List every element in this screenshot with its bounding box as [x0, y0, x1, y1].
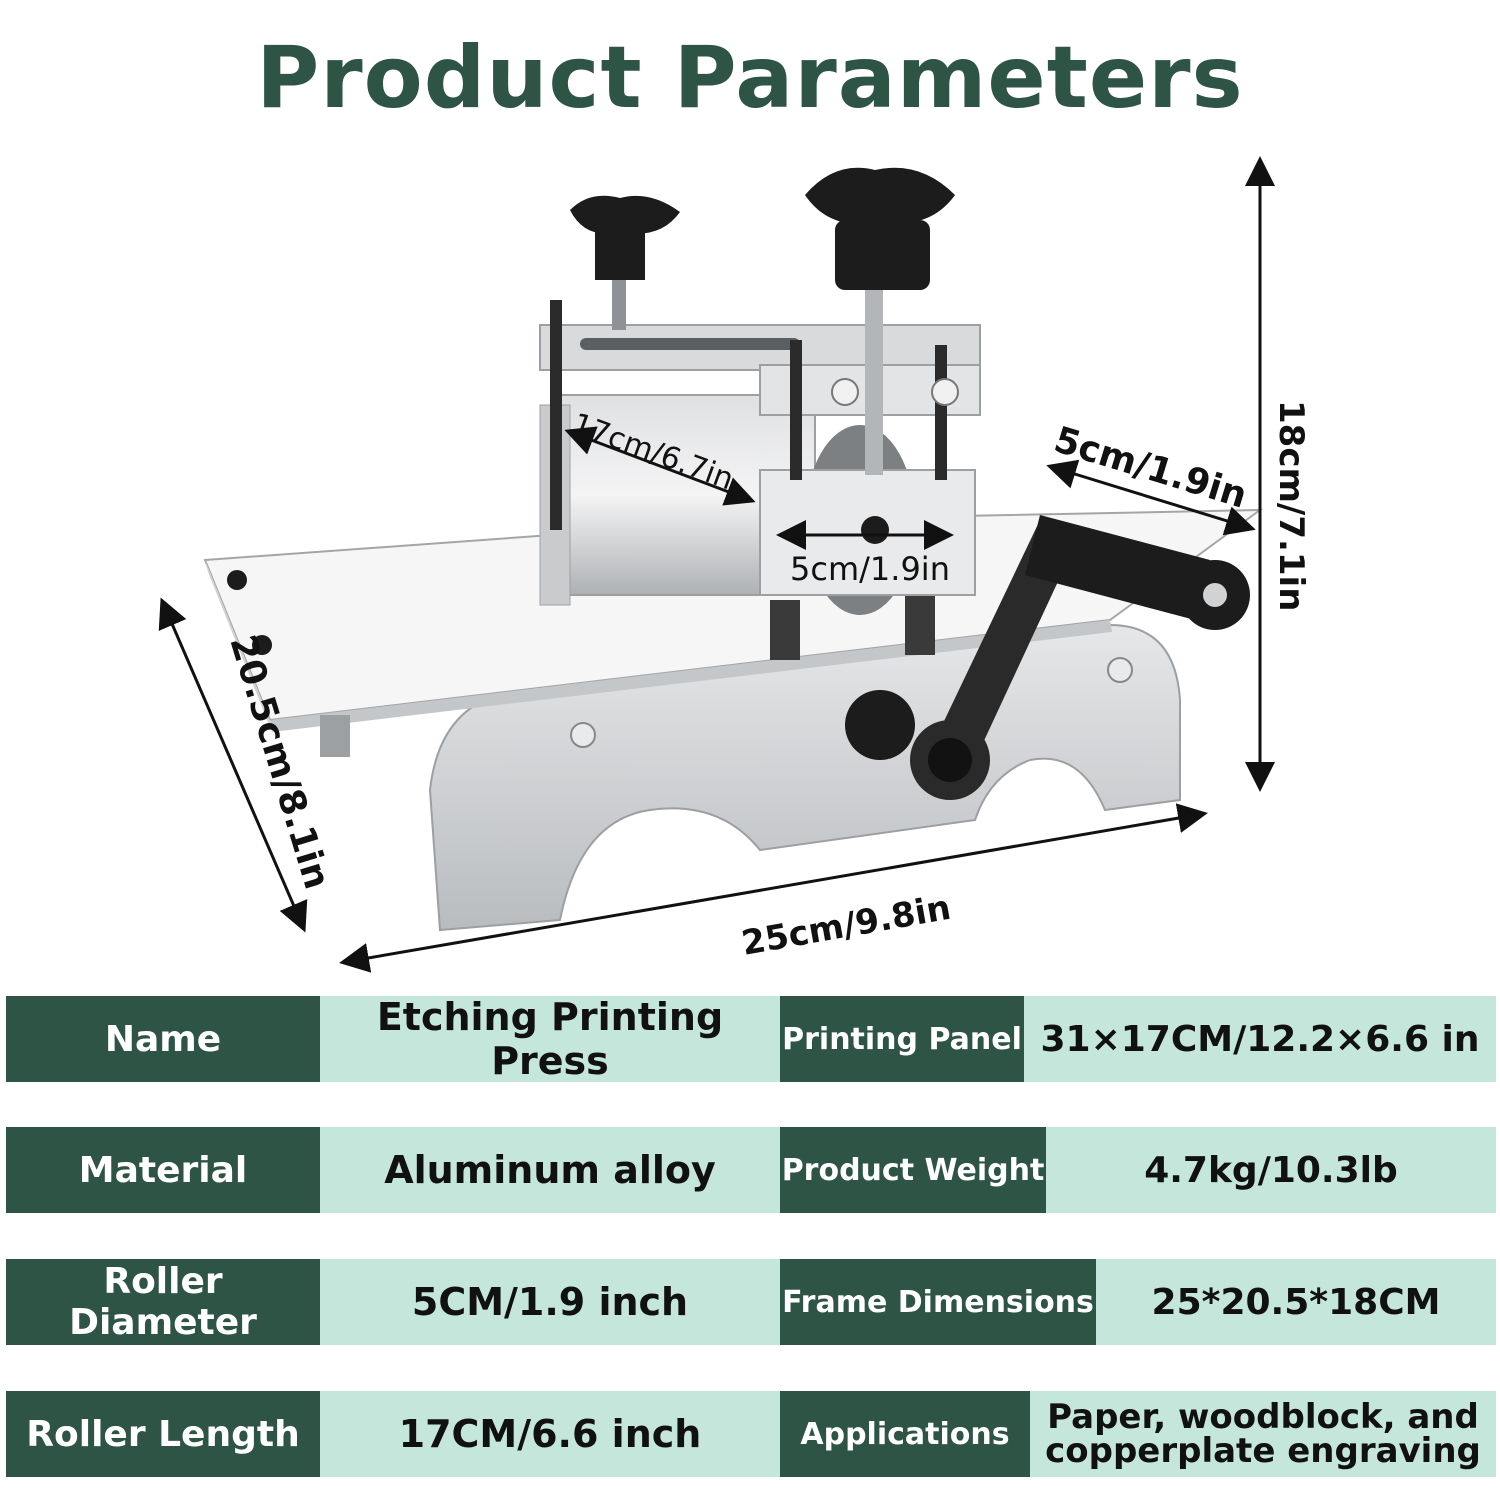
spec-label-product-weight: Product Weight — [780, 1127, 1046, 1213]
bed-stop-icon — [227, 570, 247, 590]
spec-label-roller-diameter: Roller Diameter — [6, 1259, 320, 1345]
applications-line-1: Paper, woodblock, and — [1047, 1397, 1479, 1437]
width-label: 25cm/9.8in — [739, 888, 954, 964]
spec-value-frame-dimensions: 25*20.5*18CM — [1096, 1259, 1496, 1345]
knob-icon — [805, 167, 955, 225]
spec-row: Name Etching Printing Press Printing Pan… — [6, 995, 1496, 1083]
spec-row: Roller Diameter 5CM/1.9 inch Frame Dimen… — [6, 1259, 1496, 1345]
dimension-lines — [158, 156, 1275, 973]
bolt-icon — [931, 378, 959, 406]
spec-label-roller-length: Roller Length — [6, 1391, 320, 1477]
spec-value-name: Etching Printing Press — [320, 995, 780, 1083]
pressure-knobs — [570, 167, 955, 330]
spec-row: Roller Length 17CM/6.6 inch Applications… — [6, 1391, 1496, 1477]
spec-label-printing-panel: Printing Panel — [780, 996, 1024, 1082]
page-title: Product Parameters — [256, 28, 1244, 128]
height-label: 18cm/7.1in — [1271, 400, 1311, 611]
spec-value-applications: Paper, woodblock, and copperplate engrav… — [1030, 1391, 1496, 1477]
spec-label-frame-dimensions: Frame Dimensions — [780, 1259, 1096, 1345]
springs — [770, 585, 935, 660]
spec-value-roller-diameter: 5CM/1.9 inch — [320, 1259, 780, 1345]
spec-value-printing-panel: 31×17CM/12.2×6.6 in — [1024, 996, 1496, 1082]
spec-label-material: Material — [6, 1127, 320, 1213]
spec-value-roller-length: 17CM/6.6 inch — [320, 1391, 780, 1477]
bed-support — [320, 715, 350, 757]
spec-label-applications: Applications — [780, 1391, 1030, 1477]
bolt-icon — [1107, 657, 1133, 683]
bolt-icon — [831, 378, 859, 406]
spec-row: Material Aluminum alloy Product Weight 4… — [6, 1127, 1496, 1213]
spec-value-material: Aluminum alloy — [320, 1127, 780, 1213]
spec-label-name: Name — [6, 996, 320, 1082]
bolt-icon — [570, 722, 596, 748]
knob-icon — [570, 195, 680, 234]
crank-handle — [845, 515, 1250, 800]
screw — [865, 285, 883, 475]
product-figure: 18cm/7.1in 25cm/9.8in 20.5cm/8.1in 5cm/1… — [158, 156, 1311, 973]
roller-diameter-label: 5cm/1.9in — [790, 550, 950, 588]
spec-value-product-weight: 4.7kg/10.3lb — [1046, 1127, 1496, 1213]
applications-line-2: copperplate engraving — [1045, 1431, 1481, 1471]
side-thickness-label: 5cm/1.9in — [1049, 419, 1251, 516]
